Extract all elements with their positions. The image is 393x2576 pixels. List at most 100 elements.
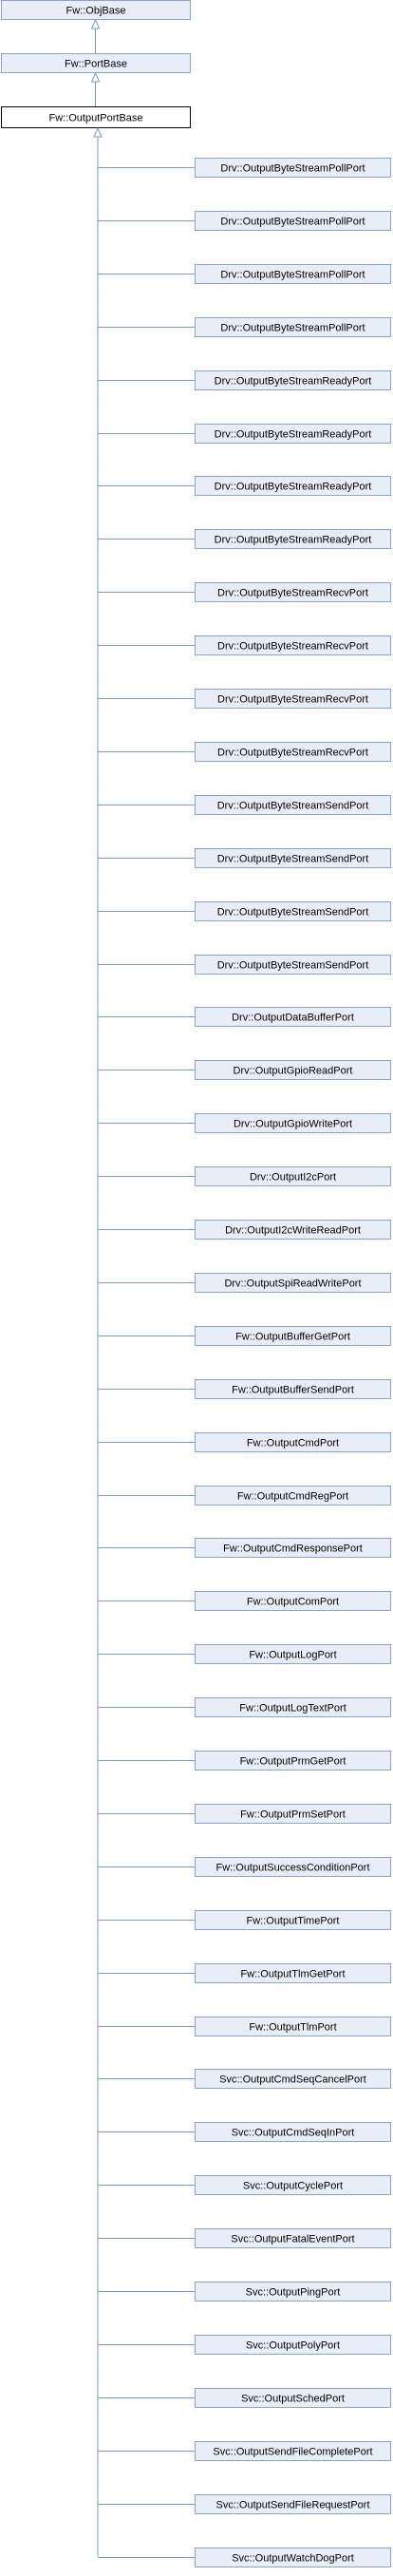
node-drv-outputgpioreadport-label: Drv::OutputGpioReadPort [234, 1066, 353, 1077]
node-fw-outputbuffersendport[interactable]: Fw::OutputBufferSendPort [195, 1379, 391, 1399]
node-svc-outputcmdseqinport-label: Svc::OutputCmdSeqInPort [232, 2128, 355, 2139]
node-fw-outputprmgetport-label: Fw::OutputPrmGetPort [240, 1756, 346, 1768]
node-drv-outputbytestreampollport[interactable]: Drv::OutputByteStreamPollPort [195, 264, 391, 284]
node-drv-outputbytestreampollport-label: Drv::OutputByteStreamPollPort [220, 323, 365, 334]
node-drv-outputbytestreamsendport[interactable]: Drv::OutputByteStreamSendPort [195, 955, 391, 975]
node-drv-outputbytestreamreadyport[interactable]: Drv::OutputByteStreamReadyPort [195, 476, 391, 496]
node-drv-outputi2cwritereadport[interactable]: Drv::OutputI2cWriteReadPort [195, 1220, 391, 1240]
node-drv-outputgpiowriteport-label: Drv::OutputGpioWritePort [234, 1119, 352, 1130]
node-fw-outputcmdregport[interactable]: Fw::OutputCmdRegPort [195, 1486, 391, 1506]
node-svc-outputpolyport[interactable]: Svc::OutputPolyPort [195, 2335, 391, 2355]
node-svc-outputcmdseqcancelport[interactable]: Svc::OutputCmdSeqCancelPort [195, 2069, 391, 2089]
node-drv-outputbytestreamsendport[interactable]: Drv::OutputByteStreamSendPort [195, 795, 391, 815]
node-svc-outputschedport-label: Svc::OutputSchedPort [241, 2394, 345, 2405]
node-svc-outputcycleport[interactable]: Svc::OutputCyclePort [195, 2175, 391, 2195]
node-fw-outputportbase-focus-label: Fw::OutputPortBase [48, 113, 142, 124]
node-fw-outputprmsetport[interactable]: Fw::OutputPrmSetPort [195, 1804, 391, 1824]
inheritance-arrowhead [93, 126, 103, 138]
node-drv-outputspireadwriteport[interactable]: Drv::OutputSpiReadWritePort [195, 1273, 391, 1293]
node-fw-outputtimeport[interactable]: Fw::OutputTimePort [195, 1910, 391, 1930]
node-svc-outputcycleport-label: Svc::OutputCyclePort [243, 2181, 343, 2192]
node-drv-outputbytestreamrecvport-label: Drv::OutputByteStreamRecvPort [217, 748, 368, 759]
node-drv-outputbytestreampollport[interactable]: Drv::OutputByteStreamPollPort [195, 211, 391, 231]
node-drv-outputi2cport-label: Drv::OutputI2cPort [250, 1172, 336, 1184]
node-fw-outputtlmgetport-label: Fw::OutputTlmGetPort [240, 1969, 345, 1980]
node-svc-outputsendfilerequestport[interactable]: Svc::OutputSendFileRequestPort [195, 2494, 391, 2514]
node-fw-outputprmgetport[interactable]: Fw::OutputPrmGetPort [195, 1751, 391, 1771]
node-drv-outputbytestreamreadyport[interactable]: Drv::OutputByteStreamReadyPort [195, 370, 391, 390]
node-drv-outputbytestreamsendport-label: Drv::OutputByteStreamSendPort [217, 960, 369, 972]
node-svc-outputpolyport-label: Svc::OutputPolyPort [246, 2340, 340, 2352]
node-drv-outputi2cport[interactable]: Drv::OutputI2cPort [195, 1166, 391, 1186]
node-fw-outputcmdregport-label: Fw::OutputCmdRegPort [237, 1491, 348, 1503]
node-fw-outputtlmport[interactable]: Fw::OutputTlmPort [195, 2017, 391, 2036]
node-fw-objbase[interactable]: Fw::ObjBase [1, 0, 191, 20]
node-drv-outputbytestreamrecvport-label: Drv::OutputByteStreamRecvPort [217, 588, 368, 599]
node-drv-outputbytestreamreadyport-label: Drv::OutputByteStreamReadyPort [215, 429, 372, 441]
node-fw-outputcmdresponseport[interactable]: Fw::OutputCmdResponsePort [195, 1538, 391, 1558]
node-fw-objbase-label: Fw::ObjBase [66, 6, 126, 17]
inheritance-arrowhead [90, 18, 101, 29]
node-drv-outputbytestreamrecvport-label: Drv::OutputByteStreamRecvPort [217, 641, 368, 653]
node-fw-outputtlmport-label: Fw::OutputTlmPort [249, 2022, 336, 2034]
node-svc-outputfataleventport-label: Svc::OutputFatalEventPort [231, 2234, 354, 2245]
node-drv-outputgpioreadport[interactable]: Drv::OutputGpioReadPort [195, 1060, 391, 1080]
node-fw-outputlogtextport[interactable]: Fw::OutputLogTextPort [195, 1697, 391, 1717]
node-fw-outputprmsetport-label: Fw::OutputPrmSetPort [240, 1809, 346, 1821]
node-fw-outputlogport-label: Fw::OutputLogPort [249, 1650, 336, 1661]
node-fw-portbase[interactable]: Fw::PortBase [1, 53, 191, 73]
node-drv-outputbytestreamreadyport-label: Drv::OutputByteStreamReadyPort [215, 482, 372, 493]
node-fw-outputcmdport[interactable]: Fw::OutputCmdPort [195, 1432, 391, 1452]
node-svc-outputsendfilerequestport-label: Svc::OutputSendFileRequestPort [215, 2500, 369, 2511]
node-svc-outputschedport[interactable]: Svc::OutputSchedPort [195, 2388, 391, 2408]
node-fw-outputportbase-focus[interactable]: Fw::OutputPortBase [1, 106, 191, 128]
node-drv-outputbytestreamreadyport-label: Drv::OutputByteStreamReadyPort [215, 535, 372, 546]
node-svc-outputpingport[interactable]: Svc::OutputPingPort [195, 2282, 391, 2301]
node-svc-outputcmdseqcancelport-label: Svc::OutputCmdSeqCancelPort [219, 2074, 366, 2086]
node-svc-outputwatchdogport-label: Svc::OutputWatchDogPort [232, 2553, 354, 2565]
node-svc-outputpingport-label: Svc::OutputPingPort [246, 2287, 341, 2299]
node-svc-outputfataleventport[interactable]: Svc::OutputFatalEventPort [195, 2228, 391, 2248]
node-drv-outputbytestreampollport-label: Drv::OutputByteStreamPollPort [220, 270, 365, 281]
node-svc-outputwatchdogport[interactable]: Svc::OutputWatchDogPort [195, 2548, 391, 2567]
node-drv-outputbytestreamrecvport[interactable]: Drv::OutputByteStreamRecvPort [195, 635, 391, 655]
node-drv-outputdatabufferport-label: Drv::OutputDataBufferPort [232, 1013, 354, 1024]
node-fw-outputbuffergetport[interactable]: Fw::OutputBufferGetPort [195, 1326, 391, 1346]
node-drv-outputbytestreamsendport-label: Drv::OutputByteStreamSendPort [217, 854, 369, 865]
node-drv-outputi2cwritereadport-label: Drv::OutputI2cWriteReadPort [225, 1225, 361, 1237]
node-fw-portbase-label: Fw::PortBase [65, 59, 127, 70]
node-drv-outputbytestreamrecvport[interactable]: Drv::OutputByteStreamRecvPort [195, 689, 391, 709]
node-drv-outputdatabufferport[interactable]: Drv::OutputDataBufferPort [195, 1007, 391, 1027]
node-fw-outputtlmgetport[interactable]: Fw::OutputTlmGetPort [195, 1963, 391, 1983]
node-drv-outputbytestreamsendport-label: Drv::OutputByteStreamSendPort [217, 907, 369, 919]
node-svc-outputcmdseqinport[interactable]: Svc::OutputCmdSeqInPort [195, 2122, 391, 2142]
node-drv-outputbytestreamreadyport[interactable]: Drv::OutputByteStreamReadyPort [195, 424, 391, 444]
inheritance-arrowhead [90, 71, 101, 83]
node-fw-outputcomport[interactable]: Fw::OutputComPort [195, 1591, 391, 1611]
node-svc-outputsendfilecompleteport[interactable]: Svc::OutputSendFileCompletePort [195, 2441, 391, 2461]
node-fw-outputbuffersendport-label: Fw::OutputBufferSendPort [232, 1385, 354, 1396]
node-fw-outputtimeport-label: Fw::OutputTimePort [246, 1916, 339, 1927]
node-drv-outputspireadwriteport-label: Drv::OutputSpiReadWritePort [224, 1279, 361, 1290]
node-fw-outputlogport[interactable]: Fw::OutputLogPort [195, 1644, 391, 1664]
node-fw-outputcmdport-label: Fw::OutputCmdPort [247, 1438, 339, 1449]
node-fw-outputsuccessconditionport[interactable]: Fw::OutputSuccessConditionPort [195, 1857, 391, 1877]
node-fw-outputcmdresponseport-label: Fw::OutputCmdResponsePort [223, 1544, 363, 1555]
node-drv-outputbytestreamrecvport-label: Drv::OutputByteStreamRecvPort [217, 694, 368, 706]
node-drv-outputbytestreampollport-label: Drv::OutputByteStreamPollPort [220, 163, 365, 175]
node-drv-outputbytestreampollport[interactable]: Drv::OutputByteStreamPollPort [195, 158, 391, 178]
node-drv-outputgpiowriteport[interactable]: Drv::OutputGpioWritePort [195, 1113, 391, 1133]
node-drv-outputbytestreamrecvport[interactable]: Drv::OutputByteStreamRecvPort [195, 742, 391, 762]
node-drv-outputbytestreamsendport[interactable]: Drv::OutputByteStreamSendPort [195, 848, 391, 868]
node-drv-outputbytestreamsendport[interactable]: Drv::OutputByteStreamSendPort [195, 901, 391, 921]
node-fw-outputsuccessconditionport-label: Fw::OutputSuccessConditionPort [215, 1863, 369, 1874]
node-drv-outputbytestreamsendport-label: Drv::OutputByteStreamSendPort [217, 801, 369, 812]
node-svc-outputsendfilecompleteport-label: Svc::OutputSendFileCompletePort [213, 2447, 372, 2458]
node-drv-outputbytestreampollport[interactable]: Drv::OutputByteStreamPollPort [195, 317, 391, 337]
node-drv-outputbytestreamreadyport-label: Drv::OutputByteStreamReadyPort [215, 376, 372, 388]
node-fw-outputcomport-label: Fw::OutputComPort [247, 1597, 339, 1608]
node-drv-outputbytestreamrecvport[interactable]: Drv::OutputByteStreamRecvPort [195, 582, 391, 602]
node-fw-outputlogtextport-label: Fw::OutputLogTextPort [239, 1703, 346, 1714]
node-drv-outputbytestreamreadyport[interactable]: Drv::OutputByteStreamReadyPort [195, 529, 391, 549]
